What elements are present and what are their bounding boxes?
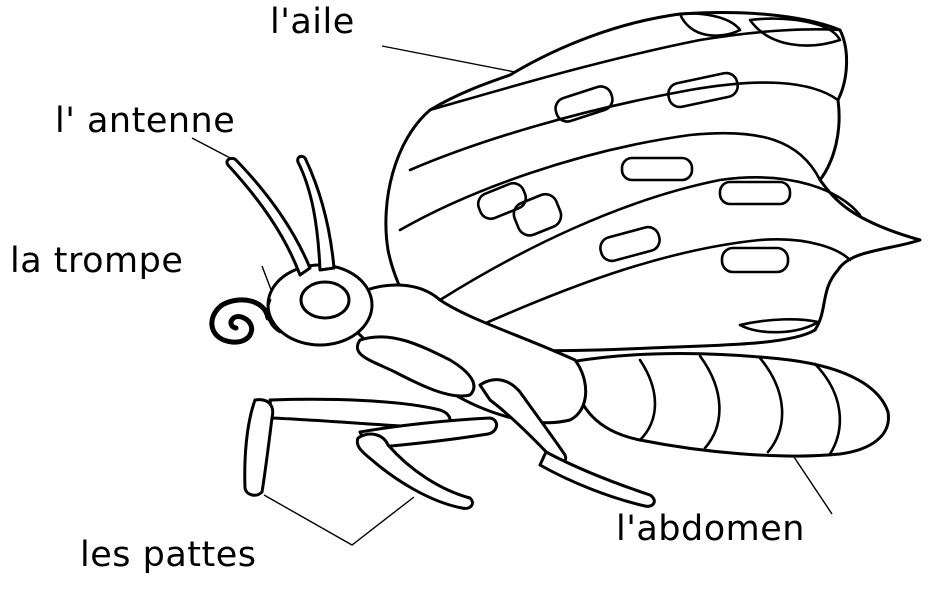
abdomen-shape [570,354,888,457]
eye [301,282,349,318]
proboscis-label: la trompe [10,244,183,279]
wing-leader-line [382,46,515,72]
legs-label: les pattes [80,538,257,573]
antenna-label: l' antenne [55,104,235,139]
head [268,265,372,345]
antenna-left [227,158,310,275]
wing [386,13,920,351]
abdomen-leader-line [788,448,832,514]
antenna-leader-line [192,138,234,160]
proboscis [212,300,268,342]
leg-hind-tarsus [540,452,654,506]
forewing-shape [386,13,920,351]
abdomen [570,354,888,457]
wing-label: l'aile [270,5,355,40]
proboscis-coil [212,300,268,342]
leg-mid-tarsus [357,434,472,508]
abdomen-label: l'abdomen [616,512,805,547]
antennae [227,156,334,275]
legs-leader-line [264,495,414,545]
leg-front-tarsus [245,400,273,496]
